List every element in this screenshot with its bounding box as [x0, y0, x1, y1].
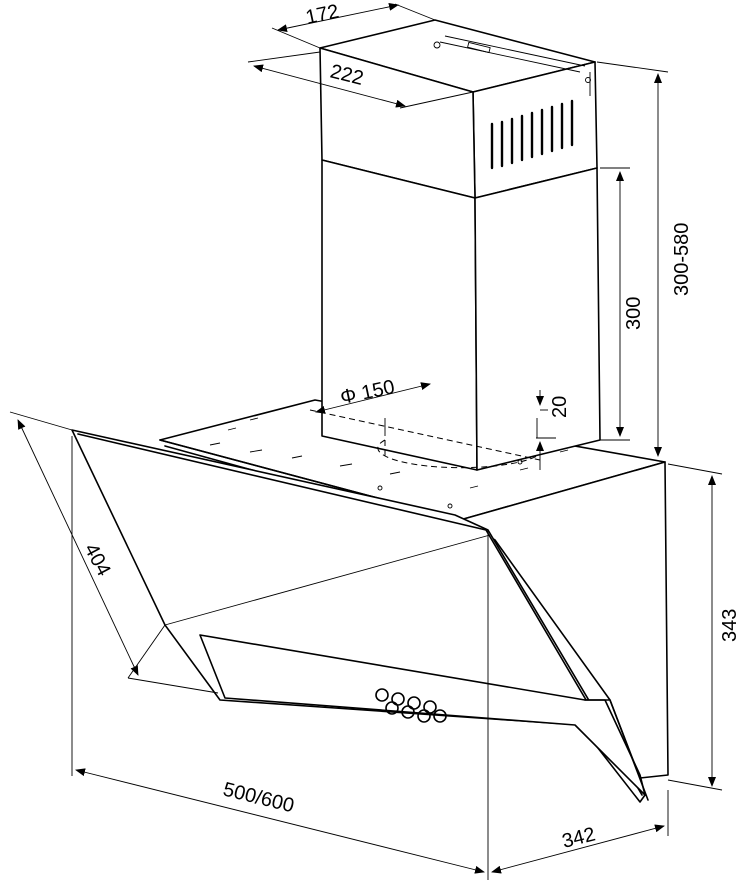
label-lower-chimney-height: 300 [623, 297, 645, 330]
label-upper-chimney-height: 300-580 [671, 223, 693, 296]
label-hood-depth: 342 [560, 823, 598, 852]
lower-chimney-front [321, 159, 478, 471]
label-hood-width: 500/600 [221, 779, 296, 818]
collar-visible [384, 418, 538, 438]
lower-chimney-right [474, 167, 601, 471]
label-collar-height: 20 [549, 396, 571, 418]
control-buttons [375, 688, 447, 723]
vent-slots [490, 99, 574, 170]
top-plate-holes [209, 417, 589, 509]
label-chimney-depth: 172 [304, 1, 341, 29]
dimension-lines [9, 2, 723, 880]
chimney [319, 19, 601, 471]
label-glass-panel-length: 404 [80, 540, 115, 580]
label-hood-height: 343 [719, 609, 737, 642]
glass-panel [71, 429, 649, 803]
